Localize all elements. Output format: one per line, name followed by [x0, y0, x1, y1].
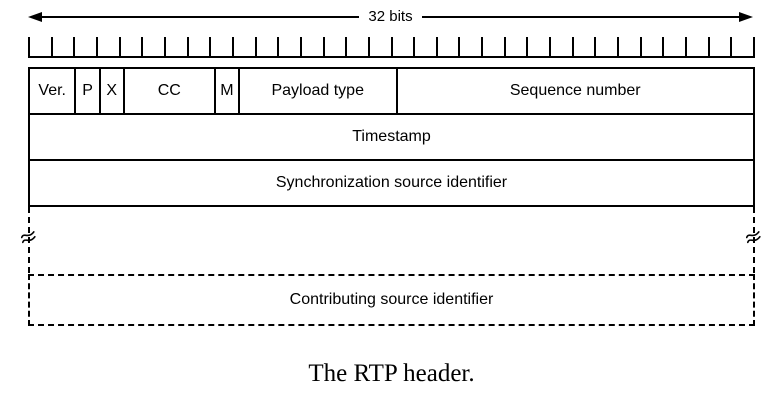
- ruler-tick: [186, 37, 210, 56]
- ruler-tick: [50, 37, 74, 56]
- break-squiggle-right-icon: [745, 231, 761, 244]
- ruler-tick: [141, 37, 164, 56]
- arrow-line-left: [42, 16, 360, 18]
- ruler-tick: [413, 37, 436, 56]
- ruler-tick: [685, 37, 708, 56]
- ruler-tick: [118, 37, 142, 56]
- ruler-tick: [458, 37, 481, 56]
- ruler-tick: [435, 37, 459, 56]
- table-row-timestamp: Timestamp: [30, 113, 753, 159]
- field-cell-sync-source-identifier: Synchronization source identifier: [275, 174, 508, 191]
- ruler-tick: [390, 37, 414, 56]
- ruler-tick: [163, 37, 187, 56]
- ruler-tick: [209, 37, 232, 56]
- ruler-tick: [254, 37, 278, 56]
- rtp-header-table: Ver. P X CC M Payload type Sequence numb…: [28, 67, 755, 207]
- ruler-tick: [277, 37, 300, 56]
- ruler-tick: [594, 37, 617, 56]
- field-cell-cc: CC: [122, 69, 214, 113]
- break-squiggle-left-icon: [20, 231, 36, 244]
- ruler-tick: [707, 37, 731, 56]
- ruler-tick: [367, 37, 391, 56]
- ruler-tick: [481, 37, 504, 56]
- ruler-tick: [503, 37, 527, 56]
- field-cell-sequence-number: Sequence number: [395, 69, 754, 113]
- ruler-tick: [639, 37, 663, 56]
- field-cell-marker: M: [213, 69, 238, 113]
- ruler-tick: [549, 37, 572, 56]
- ruler-tick: [617, 37, 640, 56]
- bit-width-label: 32 bits: [368, 8, 413, 25]
- arrow-line-right: [421, 16, 740, 18]
- ruler-tick: [73, 37, 96, 56]
- ruler-tick: [662, 37, 685, 56]
- field-cell-padding: P: [74, 69, 98, 113]
- field-cell-version: Ver.: [38, 82, 66, 99]
- field-cell-contributing-source-identifier: Contributing source identifier: [289, 291, 494, 308]
- ruler-tick: [95, 37, 119, 56]
- bit-width-arrow: 32 bits: [28, 8, 754, 26]
- ruler-tick: [571, 37, 595, 56]
- arrowhead-right-icon: [739, 12, 754, 22]
- field-cell-extension: X: [98, 69, 123, 113]
- ruler-tick: [730, 37, 753, 56]
- ruler-tick: [322, 37, 346, 56]
- ruler-tick: [526, 37, 549, 56]
- ruler-tick: [345, 37, 368, 56]
- figure-caption: The RTP header.: [308, 360, 475, 387]
- contributing-source-box: Contributing source identifier: [28, 274, 755, 326]
- ruler-tick: [299, 37, 323, 56]
- arrowhead-left-icon: [28, 12, 42, 22]
- ruler-tick: [231, 37, 255, 56]
- table-row-ssrc: Synchronization source identifier: [30, 159, 753, 205]
- field-cell-timestamp: Timestamp: [352, 128, 431, 145]
- ruler-tick: [28, 37, 51, 56]
- bit-ruler: [28, 37, 755, 58]
- field-cell-payload-type: Payload type: [237, 69, 396, 113]
- table-row-flags: Ver. P X CC M Payload type Sequence numb…: [30, 69, 753, 113]
